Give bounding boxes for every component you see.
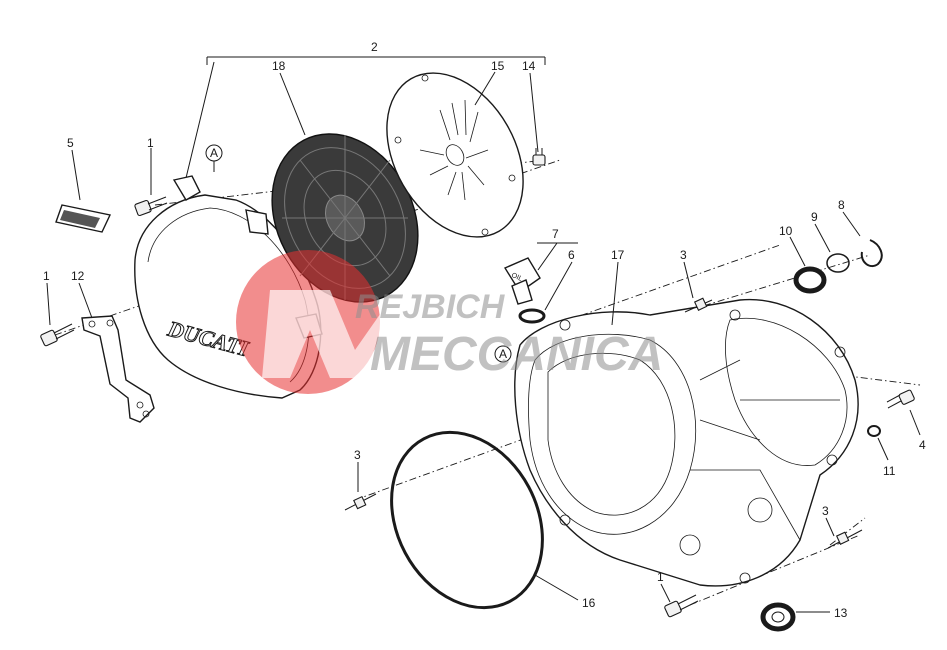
svg-text:A: A [210, 146, 218, 160]
seal-13 [760, 602, 796, 632]
callout-1-upper: 1 [147, 136, 154, 150]
seal-10 [793, 266, 827, 294]
stud-3-right [827, 529, 863, 549]
callout-3-upper: 3 [680, 248, 687, 262]
bolt-1-upper [134, 196, 168, 217]
callouts: 2 18 15 14 5 1 1 12 7 6 17 3 10 9 8 4 11… [43, 40, 926, 620]
callout-1-left: 1 [43, 269, 50, 283]
callout-15: 15 [491, 59, 505, 73]
callout-5: 5 [67, 136, 74, 150]
decal-badge [55, 204, 112, 233]
stud-3-left [344, 493, 377, 511]
oring-11 [867, 425, 881, 437]
bracket-12 [81, 315, 155, 423]
callout-12: 12 [71, 269, 85, 283]
callout-18: 18 [272, 59, 286, 73]
svg-text:OIL: OIL [510, 272, 523, 283]
callout-16: 16 [582, 596, 596, 610]
reference-marker-a-2: A [494, 345, 512, 363]
callout-10: 10 [779, 224, 793, 238]
svg-text:A: A [499, 347, 507, 361]
bolt-4 [886, 389, 915, 409]
circlip-8 [860, 239, 883, 268]
bolt-1-lower [664, 594, 699, 618]
group-bracket-2 [185, 56, 546, 179]
stud-3-upper [684, 297, 713, 313]
screw-14 [532, 148, 546, 166]
callout-7: 7 [552, 227, 559, 241]
callout-17: 17 [611, 248, 625, 262]
washer-9 [826, 253, 850, 273]
watermark: REJBICH MECCANICA [236, 250, 663, 394]
callout-3-right: 3 [822, 504, 829, 518]
oring-16 [390, 430, 544, 610]
callout-3-left: 3 [354, 448, 361, 462]
oil-cap-7: OIL [503, 257, 541, 305]
oring-6 [518, 308, 546, 324]
watermark-line1: REJBICH [355, 288, 506, 326]
pressure-plate-15 [386, 72, 524, 238]
bolt-1-left [40, 323, 75, 347]
callout-6: 6 [568, 248, 575, 262]
callout-9: 9 [811, 210, 818, 224]
callout-11: 11 [883, 464, 896, 478]
callout-13: 13 [834, 606, 848, 620]
reference-marker-a-1: A [205, 144, 223, 172]
watermark-emblem [262, 290, 390, 378]
leader-lines [46, 71, 921, 613]
crankcase-cover-17 [514, 298, 859, 587]
watermark-line2: MECCANICA [370, 328, 663, 381]
callout-2: 2 [371, 40, 378, 54]
callout-14: 14 [522, 59, 536, 73]
callout-4: 4 [919, 438, 926, 452]
callout-1-lower: 1 [657, 570, 664, 584]
callout-8: 8 [838, 198, 845, 212]
